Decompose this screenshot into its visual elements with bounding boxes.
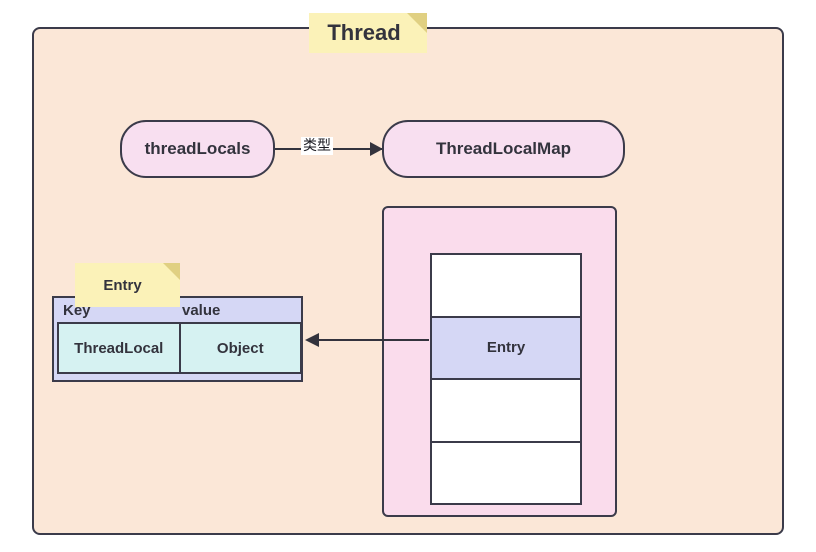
map-slot-row-entry[interactable]: Entry <box>432 317 580 380</box>
note-fold-icon <box>163 263 180 280</box>
thread-title-label: Thread <box>327 20 401 45</box>
node-thread-local-map[interactable]: ThreadLocalMap <box>382 120 625 178</box>
map-slot-row[interactable] <box>432 255 580 318</box>
map-slot-table: Entry <box>430 253 582 505</box>
node-thread-locals-label: threadLocals <box>144 139 251 158</box>
entry-cell-value[interactable]: Object <box>178 322 302 374</box>
edge-type-arrow-icon <box>370 142 383 156</box>
map-slot-row[interactable] <box>432 380 580 443</box>
thread-title-note: Thread <box>309 13 427 53</box>
entry-cell-row: ThreadLocal Object <box>57 322 302 374</box>
note-fold-icon <box>407 13 427 33</box>
entry-detail-table: Key value ThreadLocal Object <box>52 296 303 382</box>
node-thread-locals[interactable]: threadLocals <box>120 120 275 178</box>
map-slot-row[interactable] <box>432 442 580 503</box>
thread-local-map-container: Entry <box>382 206 617 517</box>
node-thread-local-map-label: ThreadLocalMap <box>435 139 572 158</box>
entry-cell-key[interactable]: ThreadLocal <box>57 322 181 374</box>
edge-type-label: 类型 <box>301 137 333 155</box>
entry-header-value: value <box>182 302 221 319</box>
edge-entry-line <box>313 339 429 341</box>
edge-entry-arrow-icon <box>305 333 319 347</box>
entry-title-label: Entry <box>103 276 142 294</box>
entry-title-note: Entry <box>75 263 180 307</box>
